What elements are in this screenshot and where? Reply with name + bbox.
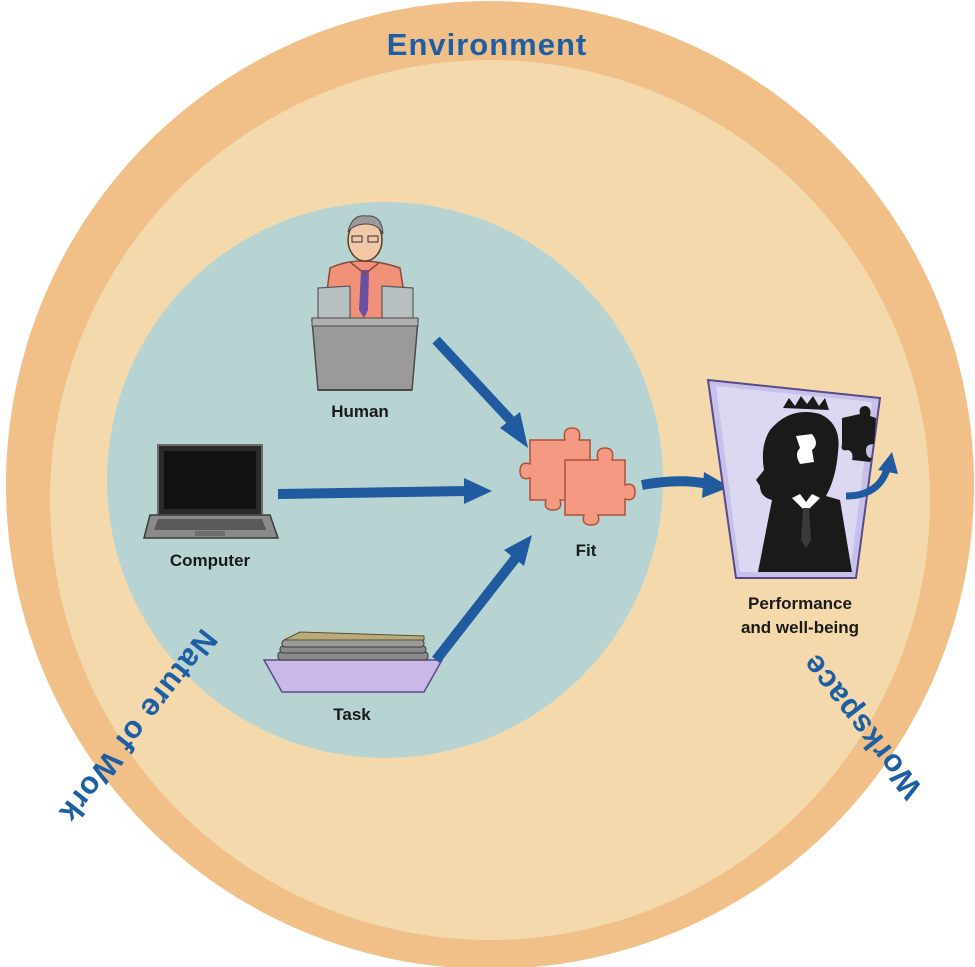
arrow-human-to-fit	[432, 336, 519, 429]
computer-label: Computer	[170, 551, 251, 570]
fit-label: Fit	[576, 541, 597, 560]
performance-portrait-icon	[706, 378, 898, 579]
environment-label: Environment	[387, 27, 587, 62]
arrow-fit-to-performance-head	[702, 472, 730, 498]
laptop-icon	[143, 444, 280, 539]
puzzle-icon	[519, 427, 636, 526]
arrow-task-to-fit	[432, 551, 522, 664]
center-circle	[107, 202, 663, 758]
arrow-fit-to-performance	[641, 476, 710, 490]
arrow-human-to-fit-head	[500, 412, 528, 448]
arrow-computer-to-fit	[277, 486, 469, 499]
arrow-computer-to-fit-head	[464, 478, 492, 504]
human-label: Human	[331, 402, 389, 421]
performance-label-line2: and well-being	[741, 618, 859, 637]
task-tray-icon	[262, 631, 444, 693]
task-label: Task	[333, 705, 371, 724]
human-icon	[311, 215, 419, 391]
performance-label-line1: Performance	[748, 594, 852, 613]
arrow-task-to-fit-head	[504, 535, 532, 566]
